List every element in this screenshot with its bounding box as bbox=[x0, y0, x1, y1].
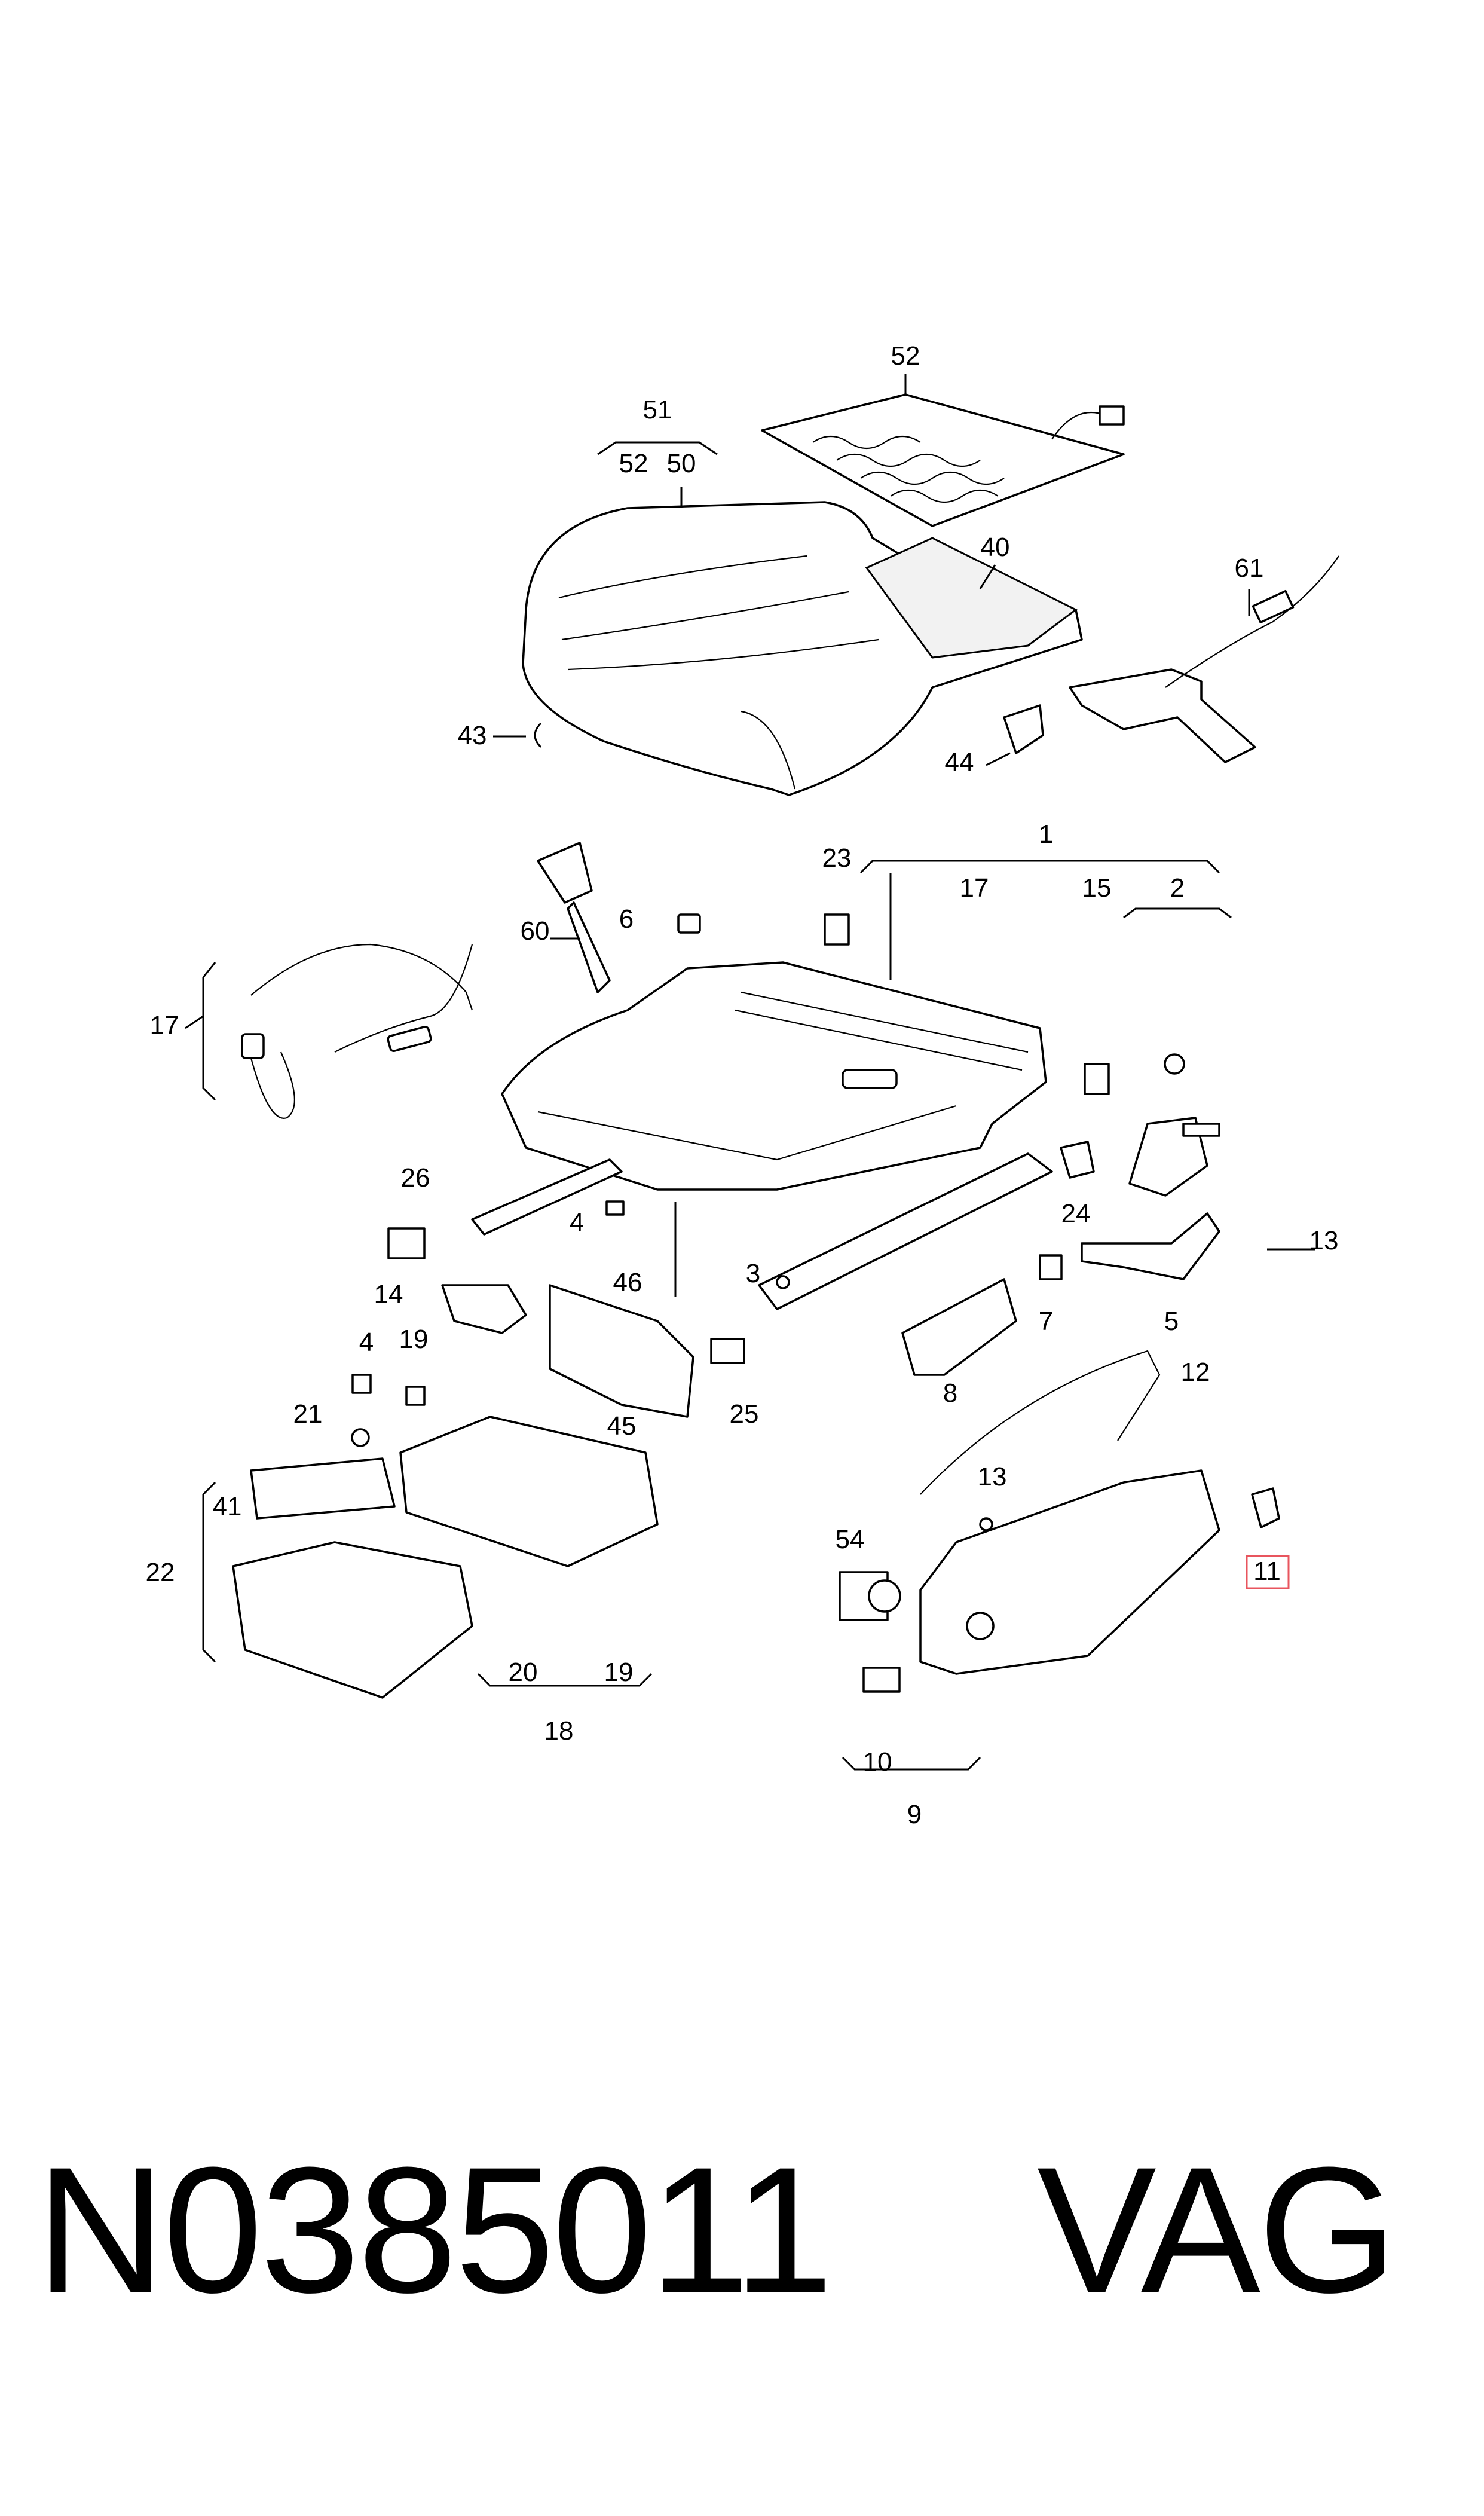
callout-c50: 50 bbox=[667, 449, 696, 478]
callout-c3: 3 bbox=[746, 1259, 760, 1288]
callout-c60: 60 bbox=[521, 916, 550, 946]
callout-c4b: 4 bbox=[359, 1328, 374, 1357]
callout-c6: 6 bbox=[619, 904, 634, 934]
callout-c25: 25 bbox=[730, 1399, 759, 1429]
callout-c4a: 4 bbox=[570, 1208, 584, 1237]
trim-panel-parts bbox=[549, 1278, 1220, 1675]
seat-cushion-part bbox=[522, 441, 1083, 796]
callout-c15: 15 bbox=[1082, 873, 1112, 903]
cable-assembly-part bbox=[185, 943, 473, 1119]
callout-c10: 10 bbox=[863, 1747, 892, 1777]
callout-c2: 2 bbox=[1170, 873, 1185, 903]
callout-c12: 12 bbox=[1181, 1358, 1210, 1387]
callout-c52b: 52 bbox=[619, 449, 648, 478]
callout-c1: 1 bbox=[1039, 820, 1053, 849]
callout-c45: 45 bbox=[607, 1411, 637, 1441]
fastener-parts bbox=[351, 913, 1280, 1771]
callout-c13b: 13 bbox=[978, 1462, 1007, 1491]
callout-c43: 43 bbox=[458, 721, 487, 750]
callout-c61: 61 bbox=[1235, 554, 1264, 583]
callout-c7: 7 bbox=[1039, 1307, 1053, 1336]
callout-c13a: 13 bbox=[1309, 1226, 1339, 1255]
callout-c51: 51 bbox=[643, 395, 672, 424]
callout-c19a: 19 bbox=[399, 1325, 429, 1354]
callout-c40: 40 bbox=[981, 533, 1010, 562]
motor-bracket-part bbox=[1081, 907, 1315, 1280]
callout-c23: 23 bbox=[822, 843, 852, 873]
callout-c17b: 17 bbox=[150, 1011, 179, 1040]
callout-c26: 26 bbox=[401, 1163, 430, 1193]
clip-parts bbox=[493, 704, 1044, 766]
callout-c46: 46 bbox=[613, 1268, 642, 1297]
callout-c41: 41 bbox=[213, 1492, 242, 1521]
callout-c21: 21 bbox=[293, 1399, 323, 1429]
callout-c20: 20 bbox=[509, 1658, 538, 1687]
callout-c22: 22 bbox=[146, 1558, 175, 1587]
brand-text: VAG bbox=[1037, 2129, 1397, 2330]
heating-mat-part bbox=[761, 374, 1125, 527]
part-number-text: N0385011 bbox=[36, 2129, 833, 2330]
callout-c24: 24 bbox=[1061, 1199, 1091, 1228]
drawer-parts bbox=[202, 1416, 659, 1699]
callout-c5: 5 bbox=[1164, 1307, 1179, 1336]
belt-buckle-part bbox=[537, 842, 611, 993]
callout-c18: 18 bbox=[544, 1716, 574, 1745]
wiring-harness-part bbox=[1069, 555, 1339, 763]
callout-c44: 44 bbox=[945, 748, 974, 777]
highlight-box bbox=[1246, 1555, 1290, 1589]
callout-c11: 11 bbox=[1253, 1557, 1281, 1586]
callout-c54: 54 bbox=[836, 1525, 865, 1554]
callout-c19b: 19 bbox=[604, 1658, 634, 1687]
callout-c8: 8 bbox=[943, 1378, 957, 1408]
callout-c9: 9 bbox=[907, 1800, 922, 1829]
seat-frame-part bbox=[471, 860, 1220, 1310]
callout-c17a: 17 bbox=[960, 873, 989, 903]
callout-c14: 14 bbox=[374, 1280, 403, 1309]
callout-c52a: 52 bbox=[891, 341, 920, 371]
